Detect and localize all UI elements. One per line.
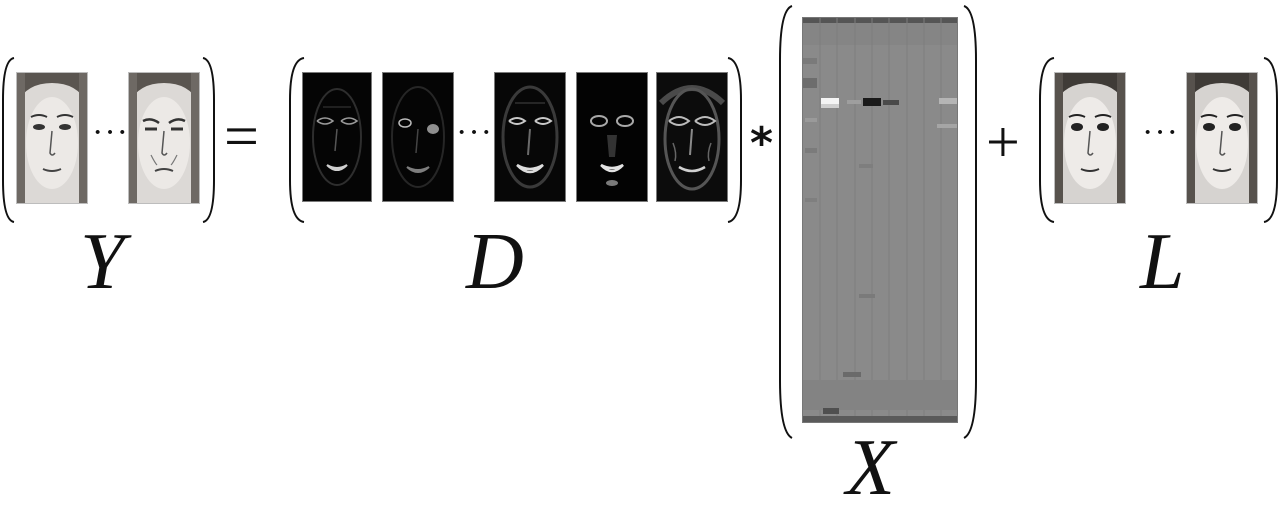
ellipsis-d: ··· [456,114,493,151]
face-image-y-1 [16,72,88,204]
plus-sign: + [986,109,1020,175]
dictionary-atom-2 [382,72,454,202]
ellipsis-y: ··· [92,114,129,151]
face-image-l-2 [1186,72,1258,204]
equals-sign: = [224,103,259,171]
dictionary-atom-4 [576,72,648,202]
dictionary-atom-5 [656,72,728,202]
symbol-x: X [846,424,895,512]
multiply-sign: * [750,118,774,169]
symbol-y: Y [80,218,125,306]
dictionary-atom-3 [494,72,566,202]
face-image-l-1 [1054,72,1126,204]
dictionary-atom-1 [302,72,372,202]
symbol-l: L [1140,218,1185,306]
ellipsis-l: ··· [1142,114,1179,151]
symbol-d: D [466,218,524,306]
face-image-y-2 [128,72,200,204]
coefficient-matrix-x [802,17,958,423]
